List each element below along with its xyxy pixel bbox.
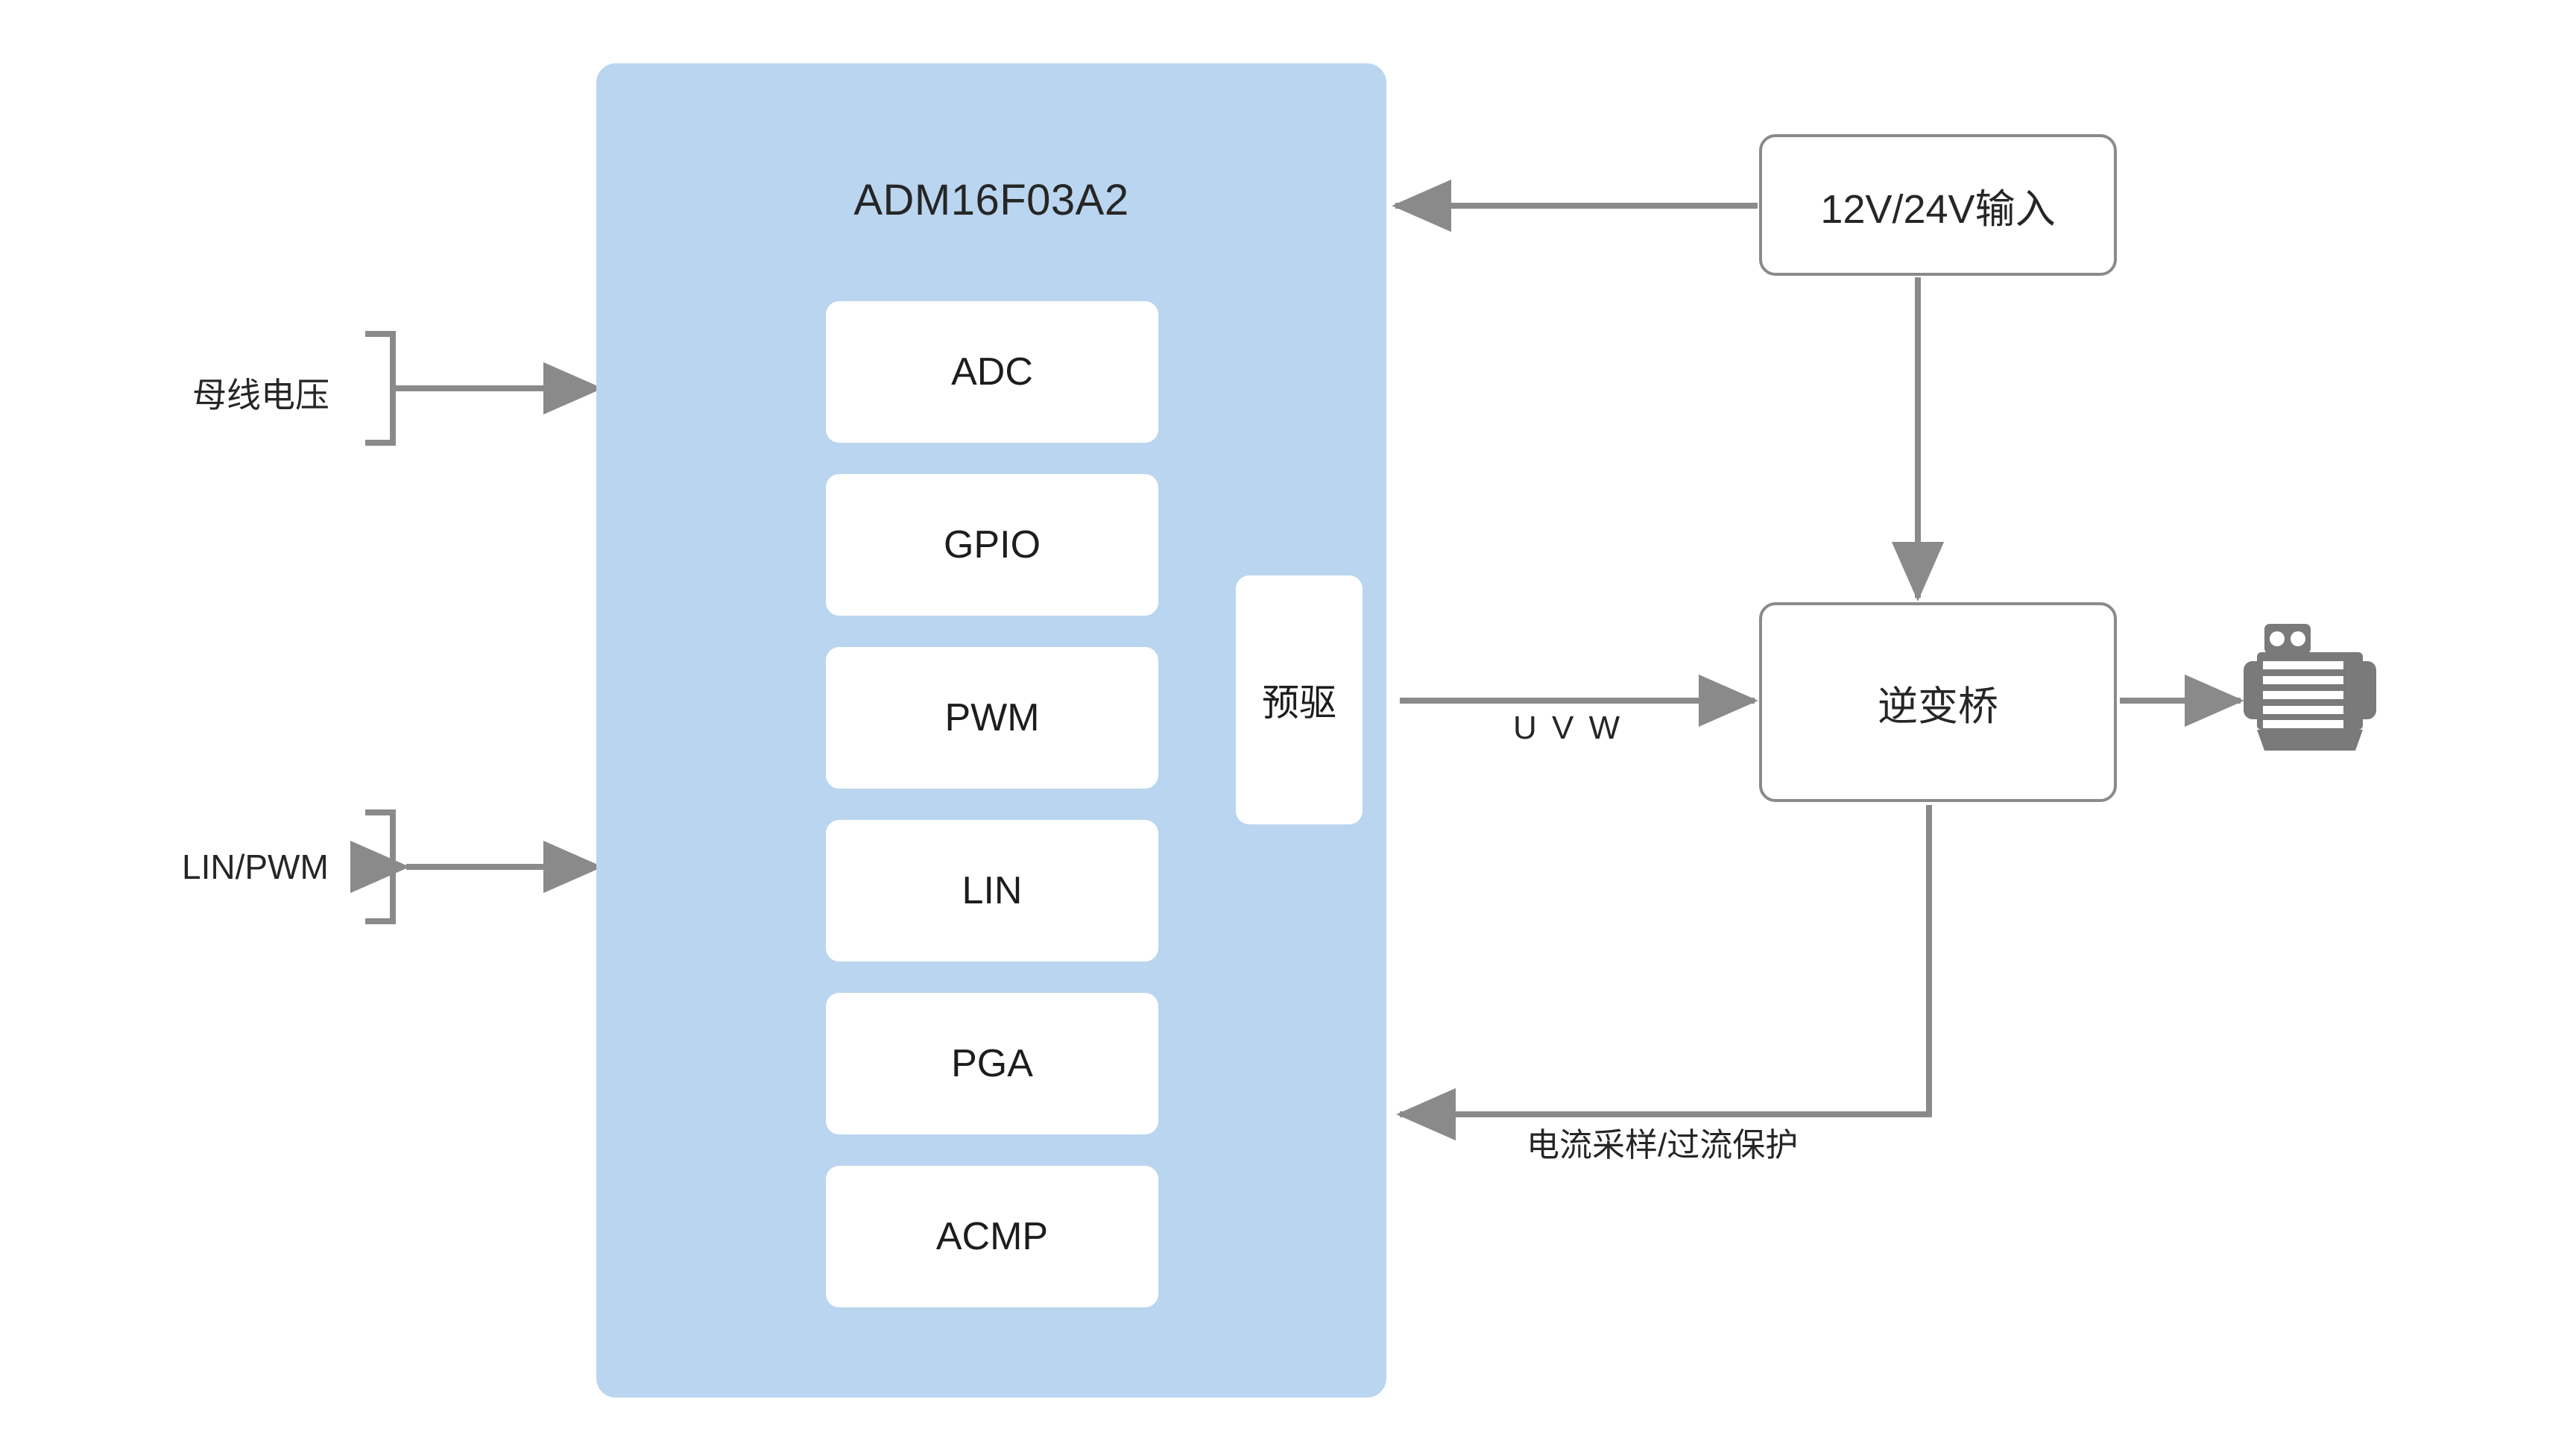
inverter-bridge-box[interactable]: 逆变桥	[1759, 602, 2117, 802]
peripheral-label: PWM	[944, 696, 1040, 739]
peripheral-label: ADC	[951, 350, 1033, 394]
inverter-bridge-label: 逆变桥	[1878, 684, 1998, 729]
peripheral-block-pwm[interactable]: PWM	[826, 647, 1158, 789]
peripheral-block-adc[interactable]: ADC	[826, 301, 1158, 443]
peripheral-block-pga[interactable]: PGA	[826, 993, 1158, 1134]
peripheral-label: GPIO	[943, 523, 1041, 566]
predriver-block[interactable]: 预驱	[1236, 575, 1363, 824]
supply-input-box[interactable]: 12V/24V输入	[1759, 134, 2117, 276]
peripheral-label: PGA	[951, 1042, 1033, 1085]
peripheral-label: ACMP	[935, 1215, 1049, 1258]
current-feedback-arrow	[1396, 805, 1932, 1141]
peripheral-block-acmp[interactable]: ACMP	[826, 1166, 1158, 1307]
bus-voltage-bracket	[365, 331, 396, 446]
mcu-title: ADM16F03A2	[853, 176, 1129, 224]
motor-icon	[2244, 624, 2376, 751]
peripheral-block-lin[interactable]: LIN	[826, 820, 1158, 962]
peripheral-block-gpio[interactable]: GPIO	[826, 474, 1158, 616]
bus-voltage-label: 母线电压	[192, 376, 329, 414]
phase-output-label: U V W	[1513, 710, 1623, 746]
supply-input-label: 12V/24V输入	[1820, 186, 2056, 232]
current-feedback-label: 电流采样/过流保护	[1527, 1127, 1799, 1164]
lin-pwm-bracket	[365, 809, 396, 924]
lin-pwm-label: LIN/PWM	[182, 847, 329, 886]
predriver-label: 预驱	[1262, 682, 1336, 724]
peripheral-label: LIN	[962, 869, 1023, 912]
